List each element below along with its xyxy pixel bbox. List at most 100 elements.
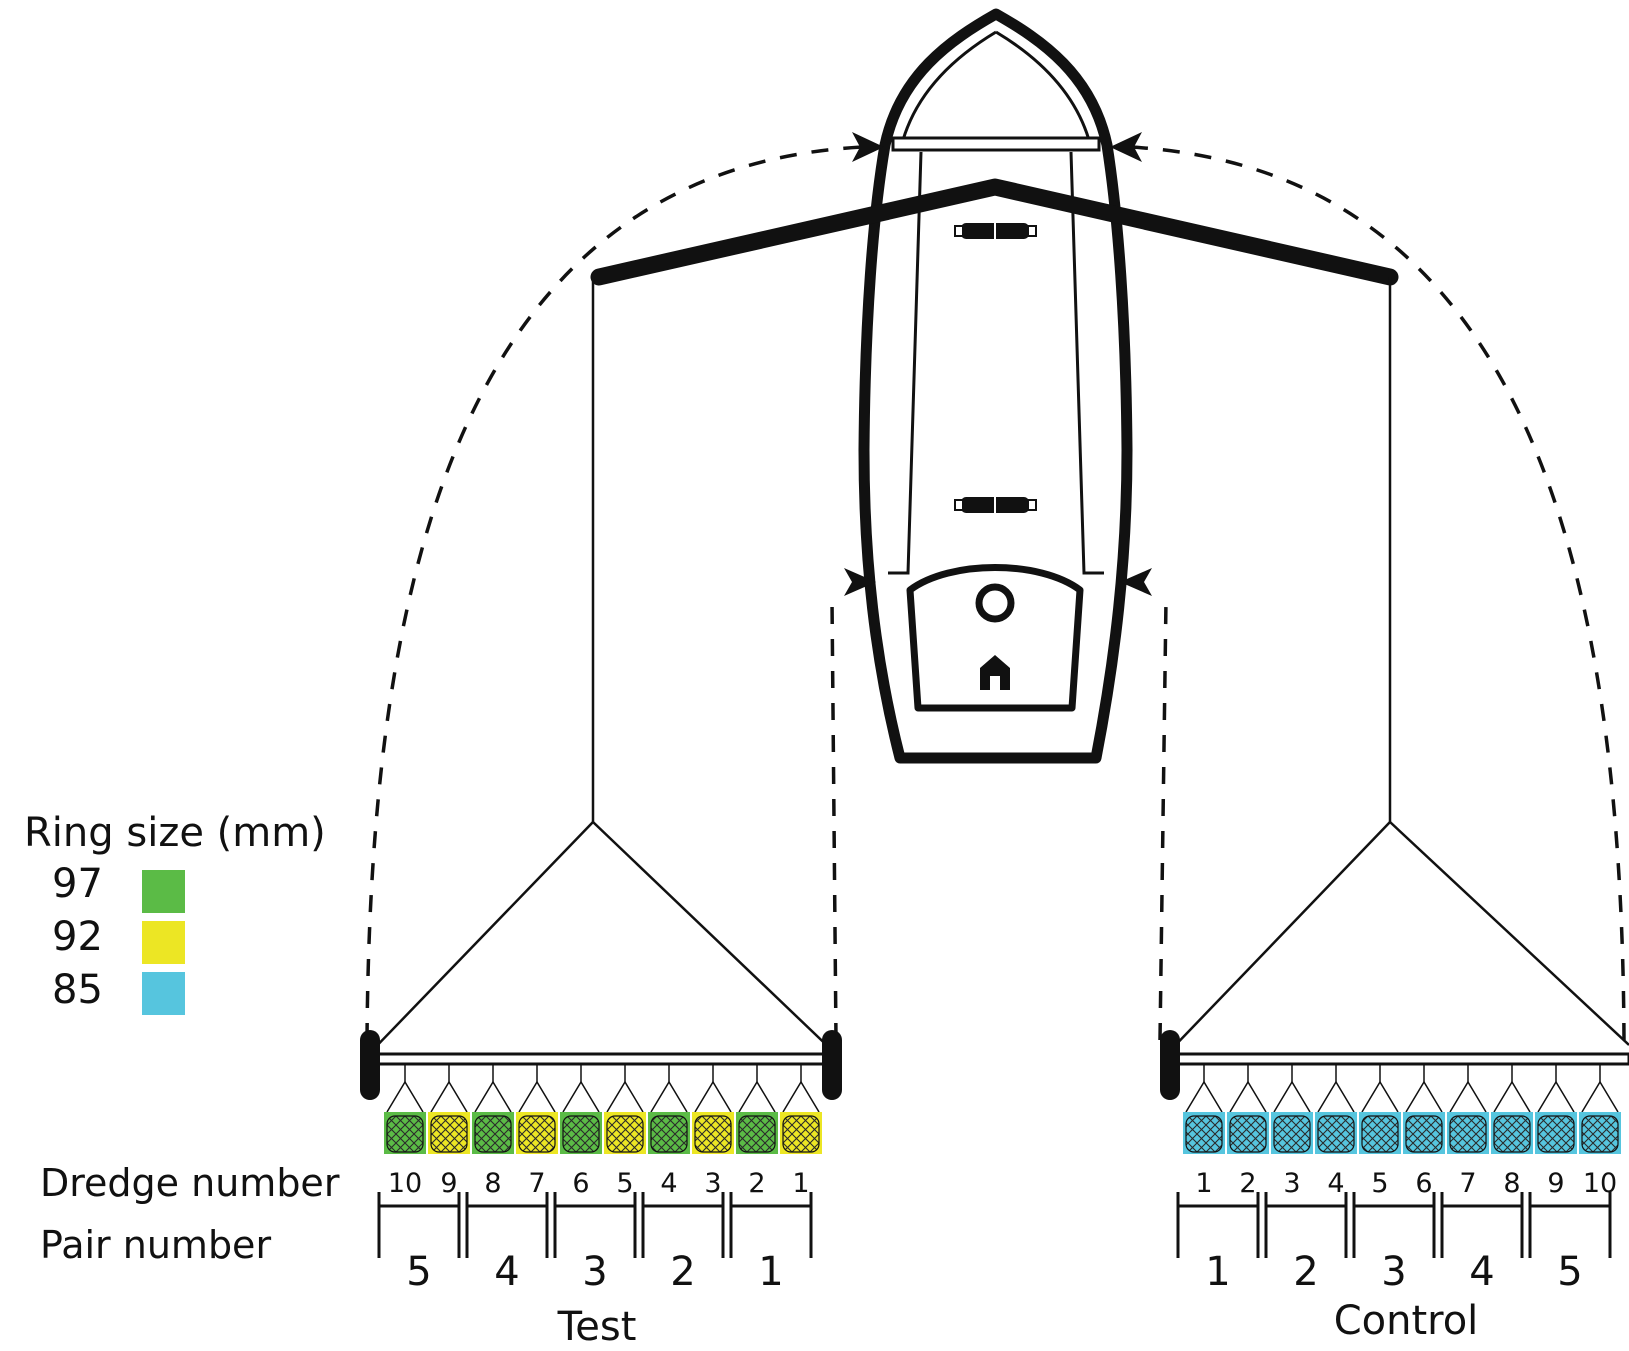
dredge-net — [1449, 1115, 1487, 1153]
dredge-net — [650, 1115, 688, 1153]
bridle-line — [1493, 1080, 1531, 1113]
dredge-net — [1581, 1115, 1619, 1153]
dredge-net — [562, 1115, 600, 1153]
dredge-net — [738, 1115, 776, 1153]
dredge-number: 3 — [704, 1168, 721, 1199]
dredge-net — [1361, 1115, 1399, 1153]
pair-number: 3 — [582, 1249, 607, 1295]
bridle-line — [386, 1080, 424, 1113]
dredge-number: 7 — [1459, 1168, 1476, 1199]
pair-bracket — [377, 1192, 461, 1258]
dredge-number: 8 — [1503, 1168, 1520, 1199]
dredge-net — [1185, 1115, 1223, 1153]
dredge-number: 2 — [1239, 1168, 1256, 1199]
bar-skid — [360, 1030, 380, 1100]
dredge-number: 10 — [1583, 1168, 1617, 1199]
dredge-number-label: Dredge number — [40, 1161, 340, 1205]
arrow-right-icon — [852, 132, 884, 162]
dredge-number: 6 — [572, 1168, 589, 1199]
pair-bracket — [1176, 1192, 1260, 1258]
dredge-number: 9 — [440, 1168, 457, 1199]
dredge-net — [1405, 1115, 1443, 1153]
dredge-net — [606, 1115, 644, 1153]
dredge-net — [1317, 1115, 1355, 1153]
pair-bracket — [729, 1192, 813, 1258]
pair-number: 5 — [1557, 1249, 1582, 1295]
tow-warps — [366, 277, 1629, 1057]
deployment-paths — [365, 145, 1626, 1041]
pair-number: 5 — [406, 1249, 431, 1295]
arrowheads — [844, 132, 1152, 596]
dredge-number: 7 — [528, 1168, 545, 1199]
dredge-number: 1 — [792, 1168, 809, 1199]
bridle-line — [1317, 1080, 1355, 1113]
dredge-number: 9 — [1547, 1168, 1564, 1199]
vessel — [858, 8, 1133, 764]
bar-skid — [822, 1030, 842, 1100]
pair-number: 4 — [494, 1249, 519, 1295]
bridle-line — [606, 1080, 644, 1113]
bridle-line — [1273, 1080, 1311, 1113]
arrow-left-icon — [1120, 568, 1152, 596]
pair-number: 2 — [1293, 1249, 1318, 1295]
test-label: Test — [557, 1304, 637, 1350]
dredge-net — [694, 1115, 732, 1153]
pair-bracket — [641, 1192, 725, 1258]
legend-title: Ring size (mm) — [24, 810, 326, 856]
dredge-number: 2 — [748, 1168, 765, 1199]
pair-bracket — [1440, 1192, 1524, 1258]
bridle-line — [650, 1080, 688, 1113]
arrow-left-icon — [1110, 132, 1142, 162]
wheelhouse — [906, 564, 1084, 712]
bridle-line — [1449, 1080, 1487, 1113]
bridle-line — [738, 1080, 776, 1113]
bridle-line — [1185, 1080, 1223, 1113]
dredge-number: 5 — [616, 1168, 633, 1199]
dredge-number: 8 — [484, 1168, 501, 1199]
house-icon — [980, 655, 1010, 690]
bridle-line — [562, 1080, 600, 1113]
pair-number: 1 — [758, 1249, 783, 1295]
helm-icon — [975, 583, 1015, 623]
bridle-line — [1581, 1080, 1619, 1113]
vessel-hull — [858, 8, 1133, 764]
dredge-number: 4 — [660, 1168, 677, 1199]
dredge-net — [782, 1115, 820, 1153]
bar-skid — [1160, 1030, 1180, 1100]
bridle-line — [1229, 1080, 1267, 1113]
dredge-number: 10 — [388, 1168, 422, 1199]
pair-number: 2 — [670, 1249, 695, 1295]
pair-number: 4 — [1469, 1249, 1494, 1295]
bridle-line — [474, 1080, 512, 1113]
bridle-line — [1405, 1080, 1443, 1113]
dredge-number: 5 — [1371, 1168, 1388, 1199]
dredge-number: 3 — [1283, 1168, 1300, 1199]
dredge-net — [386, 1115, 424, 1153]
bow-bar — [891, 136, 1101, 152]
arrow-right-icon — [844, 568, 876, 596]
tow-bar — [1170, 1052, 1629, 1066]
legend-label-85: 85 — [52, 967, 103, 1013]
bridle-line — [430, 1080, 468, 1113]
dredge-net — [1493, 1115, 1531, 1153]
pair-bracket — [1352, 1192, 1436, 1258]
legend-swatch-92 — [142, 921, 185, 964]
pair-number-label: Pair number — [40, 1223, 271, 1267]
legend-label-92: 92 — [52, 914, 103, 960]
tow-bar — [370, 1052, 832, 1066]
legend: Ring size (mm) 97 92 85 — [24, 810, 326, 1015]
dredge-net — [1537, 1115, 1575, 1153]
winch-icon — [954, 495, 1037, 515]
pair-bracket — [465, 1192, 549, 1258]
pair-number: 3 — [1381, 1249, 1406, 1295]
dredge-number: 6 — [1415, 1168, 1432, 1199]
pair-bracket — [1528, 1192, 1612, 1258]
dredge-net — [430, 1115, 468, 1153]
bridle-line — [518, 1080, 556, 1113]
gallows-boom — [590, 178, 1399, 286]
pair-bracket — [553, 1192, 637, 1258]
winch-icon — [954, 221, 1037, 241]
